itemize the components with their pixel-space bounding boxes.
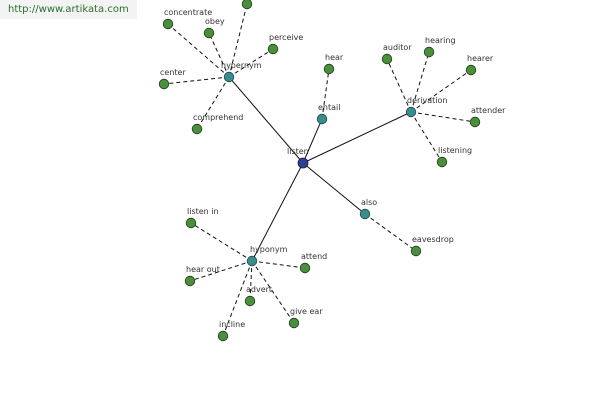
leaf-label-hear-out: hear out [186, 265, 220, 274]
leaf-label-give-ear: give ear [290, 307, 323, 316]
leaf-node-hearer [465, 64, 477, 76]
leaf-label-center: center [160, 68, 186, 77]
edge-listen-entail [302, 118, 323, 164]
leaf-label-hearer: hearer [467, 54, 494, 63]
leaf-node-hear-out [184, 275, 196, 287]
leaf-node-perceive [267, 43, 279, 55]
center-node [297, 157, 309, 169]
edge-hypernym-perceive [228, 48, 274, 78]
center-label: listen [287, 147, 309, 156]
edge-listen-derivation [302, 111, 412, 164]
edge-listen-hyponym [251, 162, 304, 262]
leaf-node-center [158, 78, 170, 90]
leaf-node-listening [436, 156, 448, 168]
leaf-label-hearing: hearing [425, 36, 456, 45]
leaf-node-obey [203, 27, 215, 39]
leaf-node-give-ear [288, 317, 300, 329]
edge-listen-also [302, 162, 366, 215]
edge-derivation-auditor [386, 58, 412, 113]
leaf-node-hearing [423, 46, 435, 58]
leaf-label-concentrate: concentrate [164, 8, 212, 17]
edge-hypernym-comprehend [196, 76, 230, 130]
leaf-node-listen-in [185, 217, 197, 229]
edge-derivation-hearer [410, 69, 472, 113]
leaf-label-advert: advert [246, 285, 272, 294]
edge-derivation-hearing [410, 51, 430, 113]
edge-derivation-listening [410, 111, 443, 163]
leaf-label-obey: obey [205, 17, 225, 26]
relation-node-hyponym [246, 255, 258, 267]
leaf-label-comprehend: comprehend [193, 113, 243, 122]
leaf-label-hear: hear [325, 53, 344, 62]
relation-label-hyponym: hyponym [250, 245, 288, 254]
leaf-label-attender: attender [471, 106, 506, 115]
relation-label-also: also [361, 198, 377, 207]
edge-hypernym-center [163, 76, 230, 85]
leaf-node-auditor [381, 53, 393, 65]
leaf-label-incline: incline [219, 320, 245, 329]
relation-node-also [359, 208, 371, 220]
leaf-label-attend: attend [301, 252, 327, 261]
edge-hypernym-unnamed [228, 3, 248, 78]
leaf-node-attend [299, 262, 311, 274]
relation-label-hypernym: hypernym [221, 61, 262, 70]
watermark-url[interactable]: http://www.artikata.com [0, 0, 137, 19]
relation-label-derivation: derivation [407, 96, 447, 105]
leaf-label-listening: listening [438, 146, 472, 155]
leaf-node-eavesdrop [410, 245, 422, 257]
leaf-label-perceive: perceive [269, 33, 303, 42]
relation-label-entail: entail [318, 103, 340, 112]
edge-hypernym-obey [208, 32, 230, 78]
leaf-node-attender [469, 116, 481, 128]
leaf-node-advert [244, 295, 256, 307]
edge-listen-hypernym [228, 76, 304, 164]
edges [163, 3, 476, 337]
relation-node-entail [316, 113, 328, 125]
relation-node-derivation [405, 106, 417, 118]
edge-derivation-attender [410, 111, 476, 123]
leaf-node-comprehend [191, 123, 203, 135]
leaf-node-unnamed [241, 0, 253, 10]
leaf-label-auditor: auditor [383, 43, 412, 52]
edge-also-eavesdrop [364, 213, 417, 252]
relation-node-hypernym [223, 71, 235, 83]
leaf-label-eavesdrop: eavesdrop [412, 235, 454, 244]
edge-hyponym-hear-out [189, 260, 253, 282]
edge-hyponym-listen-in [190, 222, 253, 262]
edge-hyponym-give-ear [251, 260, 295, 324]
leaf-label-listen-in: listen in [187, 207, 219, 216]
nodes [158, 0, 481, 342]
edge-entail-hear [321, 68, 330, 120]
leaf-node-incline [217, 330, 229, 342]
leaf-node-hear [323, 63, 335, 75]
leaf-node-concentrate [162, 18, 174, 30]
edge-hyponym-attend [251, 260, 306, 269]
edge-hyponym-advert [249, 260, 253, 302]
